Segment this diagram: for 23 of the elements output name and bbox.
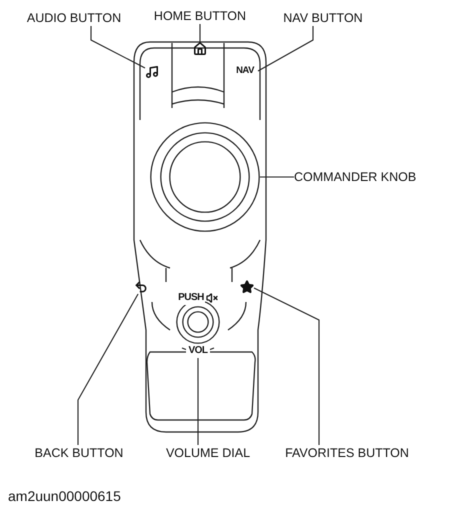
back-arrow-icon	[134, 280, 148, 294]
callout-label: COMMANDER KNOB	[294, 169, 444, 185]
callout-label: FAVORITES BUTTON	[284, 445, 410, 461]
nav-button-label: NAV	[232, 64, 258, 78]
leader-line	[254, 287, 320, 445]
caption: am2uun00000615	[8, 488, 121, 504]
device-label: VOL	[186, 344, 210, 358]
leader-line	[77, 294, 139, 445]
device-label: PUSH	[177, 291, 205, 305]
leader-line	[199, 24, 201, 42]
leader-line	[260, 176, 294, 178]
callout-label: AUDIO BUTTON	[10, 10, 138, 26]
callout-label: HOME BUTTON	[147, 8, 253, 24]
callout-label: VOLUME DIAL	[144, 445, 272, 461]
leader-line	[258, 26, 314, 72]
house-icon	[193, 42, 207, 56]
callout-label: NAV BUTTON	[272, 10, 374, 26]
music-note-icon	[145, 64, 159, 80]
volume-dial	[176, 300, 220, 344]
commander-knob	[150, 122, 260, 232]
callout-label: BACK BUTTON	[24, 445, 134, 461]
leader-line	[90, 26, 146, 68]
star-icon	[240, 280, 254, 294]
